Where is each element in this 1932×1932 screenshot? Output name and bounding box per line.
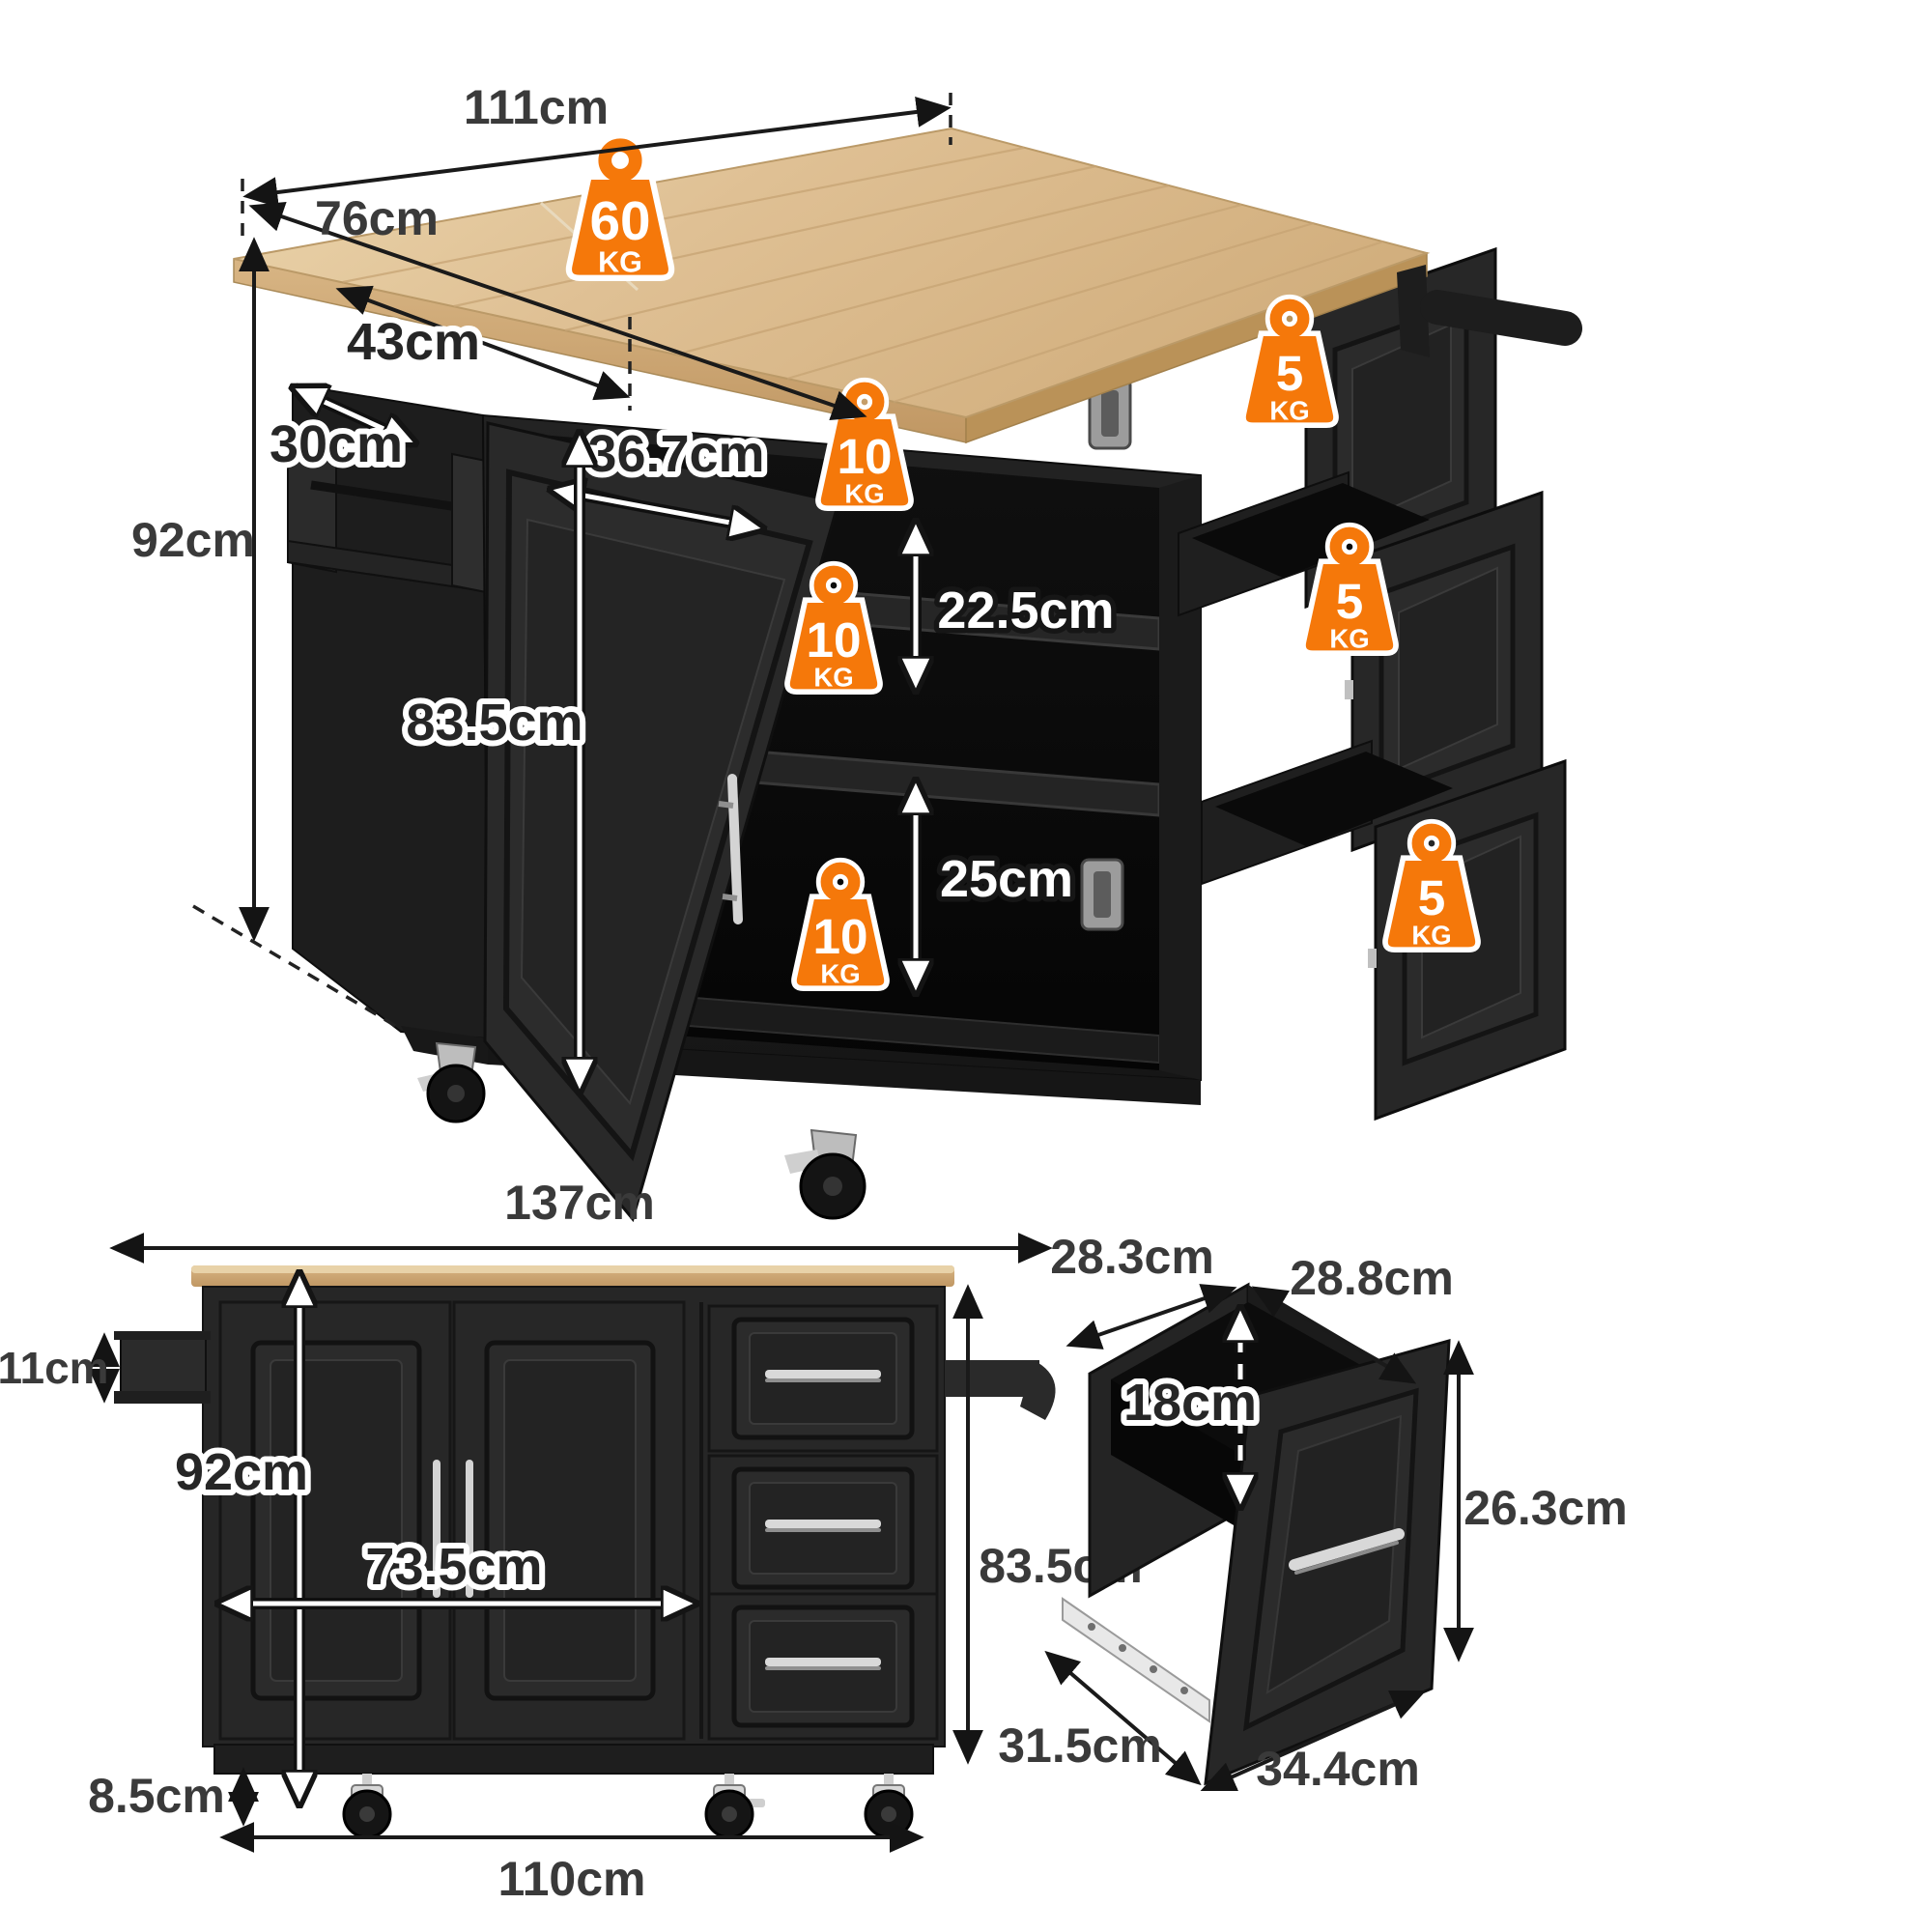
towel-bar (1397, 265, 1582, 357)
drawer-slide-rail (1062, 1597, 1210, 1723)
drawer-box-interior (1192, 483, 1430, 578)
dim-line-inner-depth (1251, 1286, 1417, 1384)
drawer-interior-depth (1111, 1379, 1242, 1530)
drawer-handle (765, 1520, 881, 1528)
weight-capacity-badge-bottom-drawer: 5 KG (1382, 818, 1481, 953)
door-hinge (1088, 377, 1132, 450)
caster-wheel (417, 1041, 486, 1123)
badge-unit: KG (1269, 396, 1309, 426)
badge-value: 10 (812, 909, 867, 964)
iso-dimension-lines: 111cm 76cm 43cm 30cm 92cm 36.7cm (131, 80, 1120, 1090)
front-caster (342, 1774, 392, 1839)
dim-label-rack-height: 11cm (0, 1343, 109, 1393)
dim-label-inner-depth: 28.8cm (1290, 1251, 1454, 1305)
dim-label-total-height: 92cm (131, 513, 255, 567)
dim-line-top-length (242, 97, 952, 208)
drawer-handle (1289, 1528, 1405, 1571)
front-wood-top-highlight (191, 1265, 954, 1273)
badge-value: 10 (837, 429, 892, 484)
front-door-left (218, 1300, 452, 1741)
badge-unit: KG (813, 663, 853, 693)
badge-unit: KG (820, 959, 860, 989)
dim-label-top-length: 111cm (464, 80, 609, 134)
badge-unit: KG (1329, 624, 1369, 654)
dim-label-caster-height: 8.5cm (88, 1769, 225, 1823)
weight-capacity-badge-top-drawer: 5 KG (1240, 294, 1339, 429)
front-caster (704, 1774, 765, 1839)
drawer-dimension-lines: 28.3cm 28.8cm 18cm 26.3cm 31.5cm 34.4cm (998, 1230, 1628, 1796)
dim-label-front-total-height: 92cm (175, 1443, 308, 1501)
dim-line-leaf-depth (335, 285, 631, 401)
front-spice-rack (114, 1331, 211, 1404)
caster-wheel (784, 1128, 867, 1220)
pulled-drawer-bottom (1201, 739, 1567, 1122)
front-dimension-lines: 137cm 11cm 92cm 73.5cm 83.5cm 8.5cm 110c… (0, 1176, 1143, 1906)
badge-value: 5 (1418, 870, 1446, 925)
dim-label-inner-height: 18cm (1123, 1374, 1257, 1432)
front-view: 137cm 11cm 92cm 73.5cm 83.5cm 8.5cm 110c… (0, 1176, 1143, 1906)
dim-line-inner-width (1065, 1284, 1237, 1350)
badge-value: 5 (1276, 346, 1304, 401)
dim-label-front-height: 26.3cm (1463, 1481, 1628, 1535)
front-drawer (707, 1304, 939, 1453)
dim-label-cabinet-height: 83.5cm (406, 694, 582, 752)
weight-capacity-badge-countertop: 60 KG (565, 133, 675, 281)
drawer-front-panel (1204, 1339, 1451, 1786)
badge-value: 5 (1336, 574, 1364, 629)
dim-label-base-width: 110cm (498, 1852, 646, 1906)
drawer-handle (765, 1370, 881, 1378)
dim-label-rack-width: 30cm (270, 415, 403, 473)
front-door-right (452, 1300, 686, 1741)
drawer-slide-tip (1368, 949, 1377, 968)
extension-line (192, 904, 400, 1030)
weight-capacity-badge-middle-drawer: 5 KG (1300, 522, 1399, 657)
door-handle-mount (722, 894, 738, 901)
drawer-box-interior (1215, 752, 1453, 846)
dim-label-inner-width: 28.3cm (1050, 1230, 1214, 1284)
dim-line-rack-width (295, 388, 413, 442)
badge-unit: KG (844, 479, 884, 509)
door-handle-mount (718, 801, 734, 809)
front-drawer (707, 1592, 939, 1741)
spice-rack-bar (310, 480, 478, 515)
weight-capacity-badge-middle-shelf: 10 KG (784, 560, 883, 696)
badge-unit: KG (598, 246, 642, 279)
front-drawer-stack (699, 1302, 939, 1741)
dim-label-top-depth: 76cm (315, 191, 439, 245)
dim-label-door-section-width: 73.5cm (365, 1538, 542, 1596)
pulled-drawer-middle (1178, 470, 1544, 853)
dim-line-front-width (1200, 1690, 1427, 1791)
dim-label-upper-shelf: 22.5cm (937, 582, 1114, 639)
front-towel-bar (945, 1360, 1056, 1420)
front-drawer (707, 1454, 939, 1603)
drawer-slide-tip (1345, 680, 1353, 699)
door-hinge (1080, 858, 1124, 931)
drawer-front-inner (1398, 566, 1498, 771)
drawer-handle (765, 1658, 881, 1666)
front-plinth (213, 1744, 934, 1775)
dim-label-lower-shelf: 25cm (940, 850, 1073, 908)
isometric-view: 60 KG 10 KG 10 KG 10 KG 5 (131, 80, 1582, 1223)
badge-unit: KG (1411, 921, 1451, 951)
dim-label-slide-length: 31.5cm (998, 1719, 1162, 1773)
badge-value: 60 (589, 191, 650, 252)
drawer-detail-view: 28.3cm 28.8cm 18cm 26.3cm 31.5cm 34.4cm (998, 1230, 1628, 1796)
dim-label-leaf-depth: 43cm (347, 313, 480, 371)
interior-divider (1159, 475, 1201, 1080)
dim-line-slide-length (1044, 1650, 1202, 1786)
dim-label-door-width: 36.7cm (587, 425, 764, 483)
badge-value: 10 (806, 612, 861, 668)
dim-label-total-width: 137cm (504, 1176, 655, 1230)
weight-capacity-badge-bottom-shelf: 10 KG (791, 857, 890, 992)
dim-label-front-width: 34.4cm (1256, 1742, 1420, 1796)
front-caster (864, 1774, 914, 1839)
